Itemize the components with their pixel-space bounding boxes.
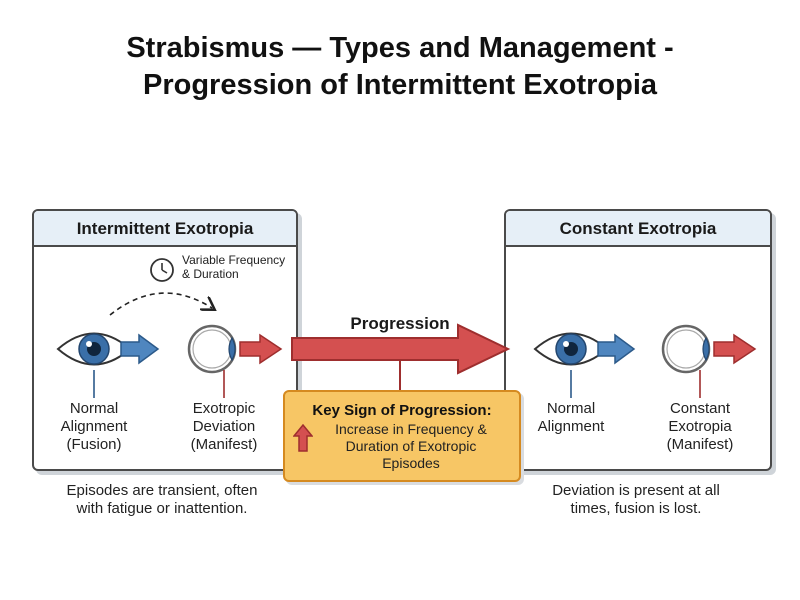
key-sign-box: Key Sign of Progression: Increase in Fre…	[283, 390, 521, 482]
exotropic-eye-icon-left	[187, 324, 283, 398]
key-sign-body: Increase in Frequency & Duration of Exot…	[335, 421, 487, 471]
title-line-1: Strabismus — Types and Management -	[126, 32, 674, 64]
constant-panel-header: Constant Exotropia	[506, 211, 770, 247]
up-arrow-icon	[293, 424, 313, 452]
constant-exotropia-panel: Constant Exotropia	[504, 209, 772, 471]
clock-icon	[150, 258, 174, 282]
progression-arrow	[291, 323, 511, 375]
key-sign-title: Key Sign of Progression:	[312, 402, 492, 419]
intermittent-caption: Episodes are transient, often with fatig…	[66, 482, 258, 517]
progression-label: Progression	[350, 314, 450, 333]
normal-eye-icon-right	[533, 332, 636, 398]
normal-eye-icon-left	[56, 332, 160, 398]
title-line-2: Progression of Intermittent Exotropia	[143, 69, 657, 101]
exotropic-deviation-label: Exotropic Deviation (Manifest)	[190, 400, 258, 453]
constant-caption: Deviation is present at all times, fusio…	[552, 482, 720, 517]
variable-frequency-note: Variable Frequency & Duration	[182, 253, 286, 281]
normal-alignment-fusion-label: Normal Alignment (Fusion)	[60, 400, 128, 453]
constant-exotropia-eye-icon-right	[661, 324, 757, 398]
page-title: Strabismus — Types and Management - Prog…	[0, 30, 800, 104]
dashed-transition-arrow	[109, 292, 212, 316]
intermittent-panel-header: Intermittent Exotropia	[34, 211, 296, 247]
normal-alignment-label-right: Normal Alignment	[537, 400, 605, 435]
constant-exotropia-label: Constant Exotropia (Manifest)	[666, 400, 734, 453]
